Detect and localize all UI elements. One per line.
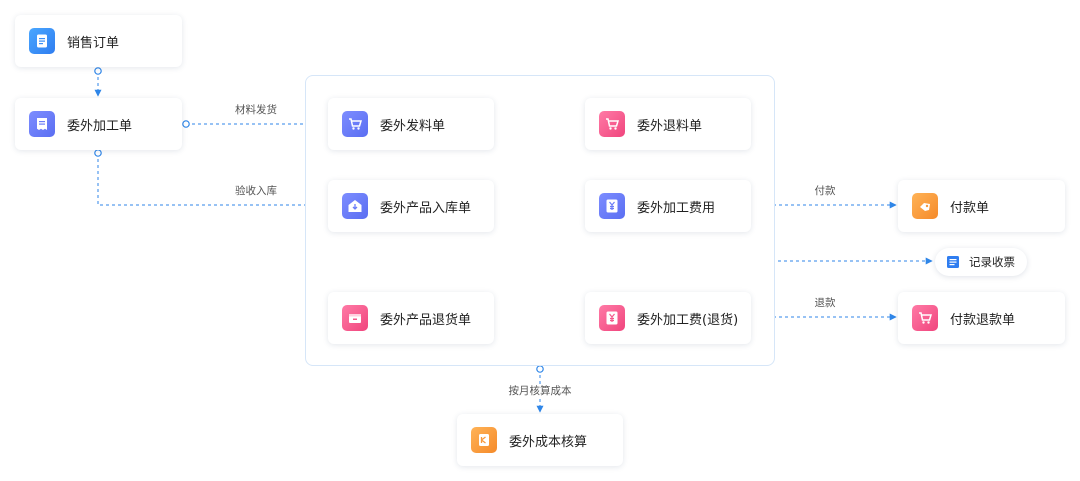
node-label: 委外发料单 (380, 118, 446, 134)
node-label: 委外退料单 (637, 118, 703, 134)
edge-label-pay: 付款 (815, 184, 836, 197)
edge-inspect-in (97, 153, 327, 209)
node-label: 委外成本核算 (509, 434, 588, 450)
node-record-invoice[interactable]: 记录收票 (935, 248, 1027, 276)
refund-cart-icon (912, 305, 938, 331)
node-label: 委外加工单 (67, 118, 133, 134)
edge-label-material-issue: 材料发货 (235, 103, 277, 116)
edge-label-refund: 退款 (815, 296, 836, 309)
node-outsource-fee-return[interactable]: 委外加工费(退货) (585, 292, 751, 344)
yuan-fee-icon (599, 193, 625, 219)
node-label: 记录收票 (969, 255, 1015, 269)
document-icon (29, 28, 55, 54)
invoice-icon (945, 254, 961, 270)
return-cart-icon (599, 111, 625, 137)
node-sales-order[interactable]: 销售订单 (15, 15, 182, 67)
node-outsource-order[interactable]: 委外加工单 (15, 98, 182, 150)
connector-port (182, 120, 190, 128)
node-refund-payment[interactable]: 付款退款单 (898, 292, 1065, 344)
node-outsource-product-return[interactable]: 委外产品退货单 (328, 292, 494, 344)
node-label: 委外加工费用 (637, 200, 716, 216)
node-label: 委外产品退货单 (380, 312, 472, 328)
return-box-icon (342, 305, 368, 331)
payment-icon (912, 193, 938, 219)
node-outsource-fee[interactable]: 委外加工费用 (585, 180, 751, 232)
node-label: 委外加工费(退货) (637, 312, 739, 328)
edge-label-monthly-cost: 按月核算成本 (509, 384, 572, 397)
connector-port (94, 67, 102, 75)
cost-calc-icon (471, 427, 497, 453)
warehouse-icon (342, 193, 368, 219)
connector-port (94, 149, 102, 157)
cart-icon (342, 111, 368, 137)
node-label: 销售订单 (67, 35, 120, 51)
node-outsource-return-material[interactable]: 委外退料单 (585, 98, 751, 150)
yuan-return-icon (599, 305, 625, 331)
edge-label-inspect-in: 验收入库 (235, 184, 277, 197)
node-outsource-issue[interactable]: 委外发料单 (328, 98, 494, 150)
node-label: 付款单 (950, 200, 990, 216)
receipt-icon (29, 111, 55, 137)
node-payment[interactable]: 付款单 (898, 180, 1065, 232)
connector-port (536, 365, 544, 373)
node-label: 付款退款单 (950, 312, 1016, 328)
node-label: 委外产品入库单 (380, 200, 472, 216)
node-outsource-cost[interactable]: 委外成本核算 (457, 414, 623, 466)
node-outsource-product-in[interactable]: 委外产品入库单 (328, 180, 494, 232)
edge-label-bg (504, 385, 576, 399)
